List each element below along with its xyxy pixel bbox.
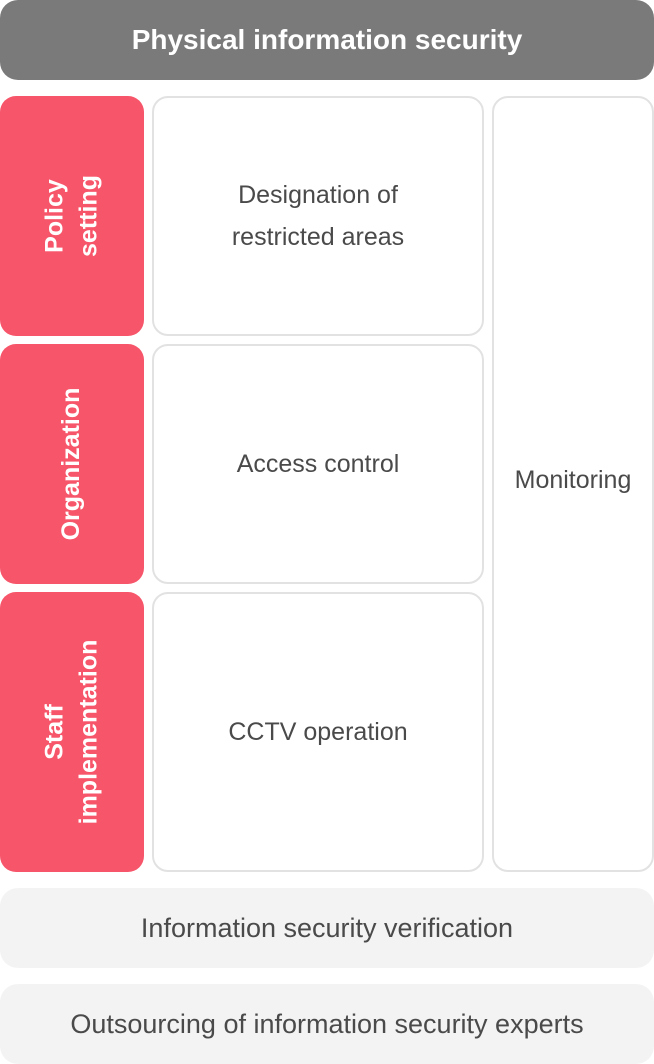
category-organization: Organization [0,344,144,584]
category-organization-label: Organization [57,387,86,541]
diagram-title: Physical information security [0,0,654,80]
item-access-control-label: Access control [236,449,400,478]
diagram-title-text: Physical information security [131,24,523,55]
outsourcing-bar: Outsourcing of information security expe… [0,984,654,1064]
category-staff-implementation-label: Staff implementation [40,639,102,825]
monitoring-column: Monitoring [492,96,654,872]
item-cctv-operation: CCTV operation [152,592,484,872]
outsourcing-label: Outsourcing of information security expe… [70,1008,584,1039]
item-cctv-operation-label: CCTV operation [228,717,408,746]
verification-bar: Information security verification [0,888,654,968]
monitoring-label: Monitoring [514,465,632,494]
category-staff-implementation: Staff implementation [0,592,144,872]
verification-label: Information security verification [140,912,514,943]
category-policy-setting-label: Policy setting [40,175,102,257]
item-access-control: Access control [152,344,484,584]
category-policy-setting: Policy setting [0,96,144,336]
item-designation-label: Designation of restricted areas [231,180,405,252]
item-designation-of-restricted-areas: Designation of restricted areas [152,96,484,336]
